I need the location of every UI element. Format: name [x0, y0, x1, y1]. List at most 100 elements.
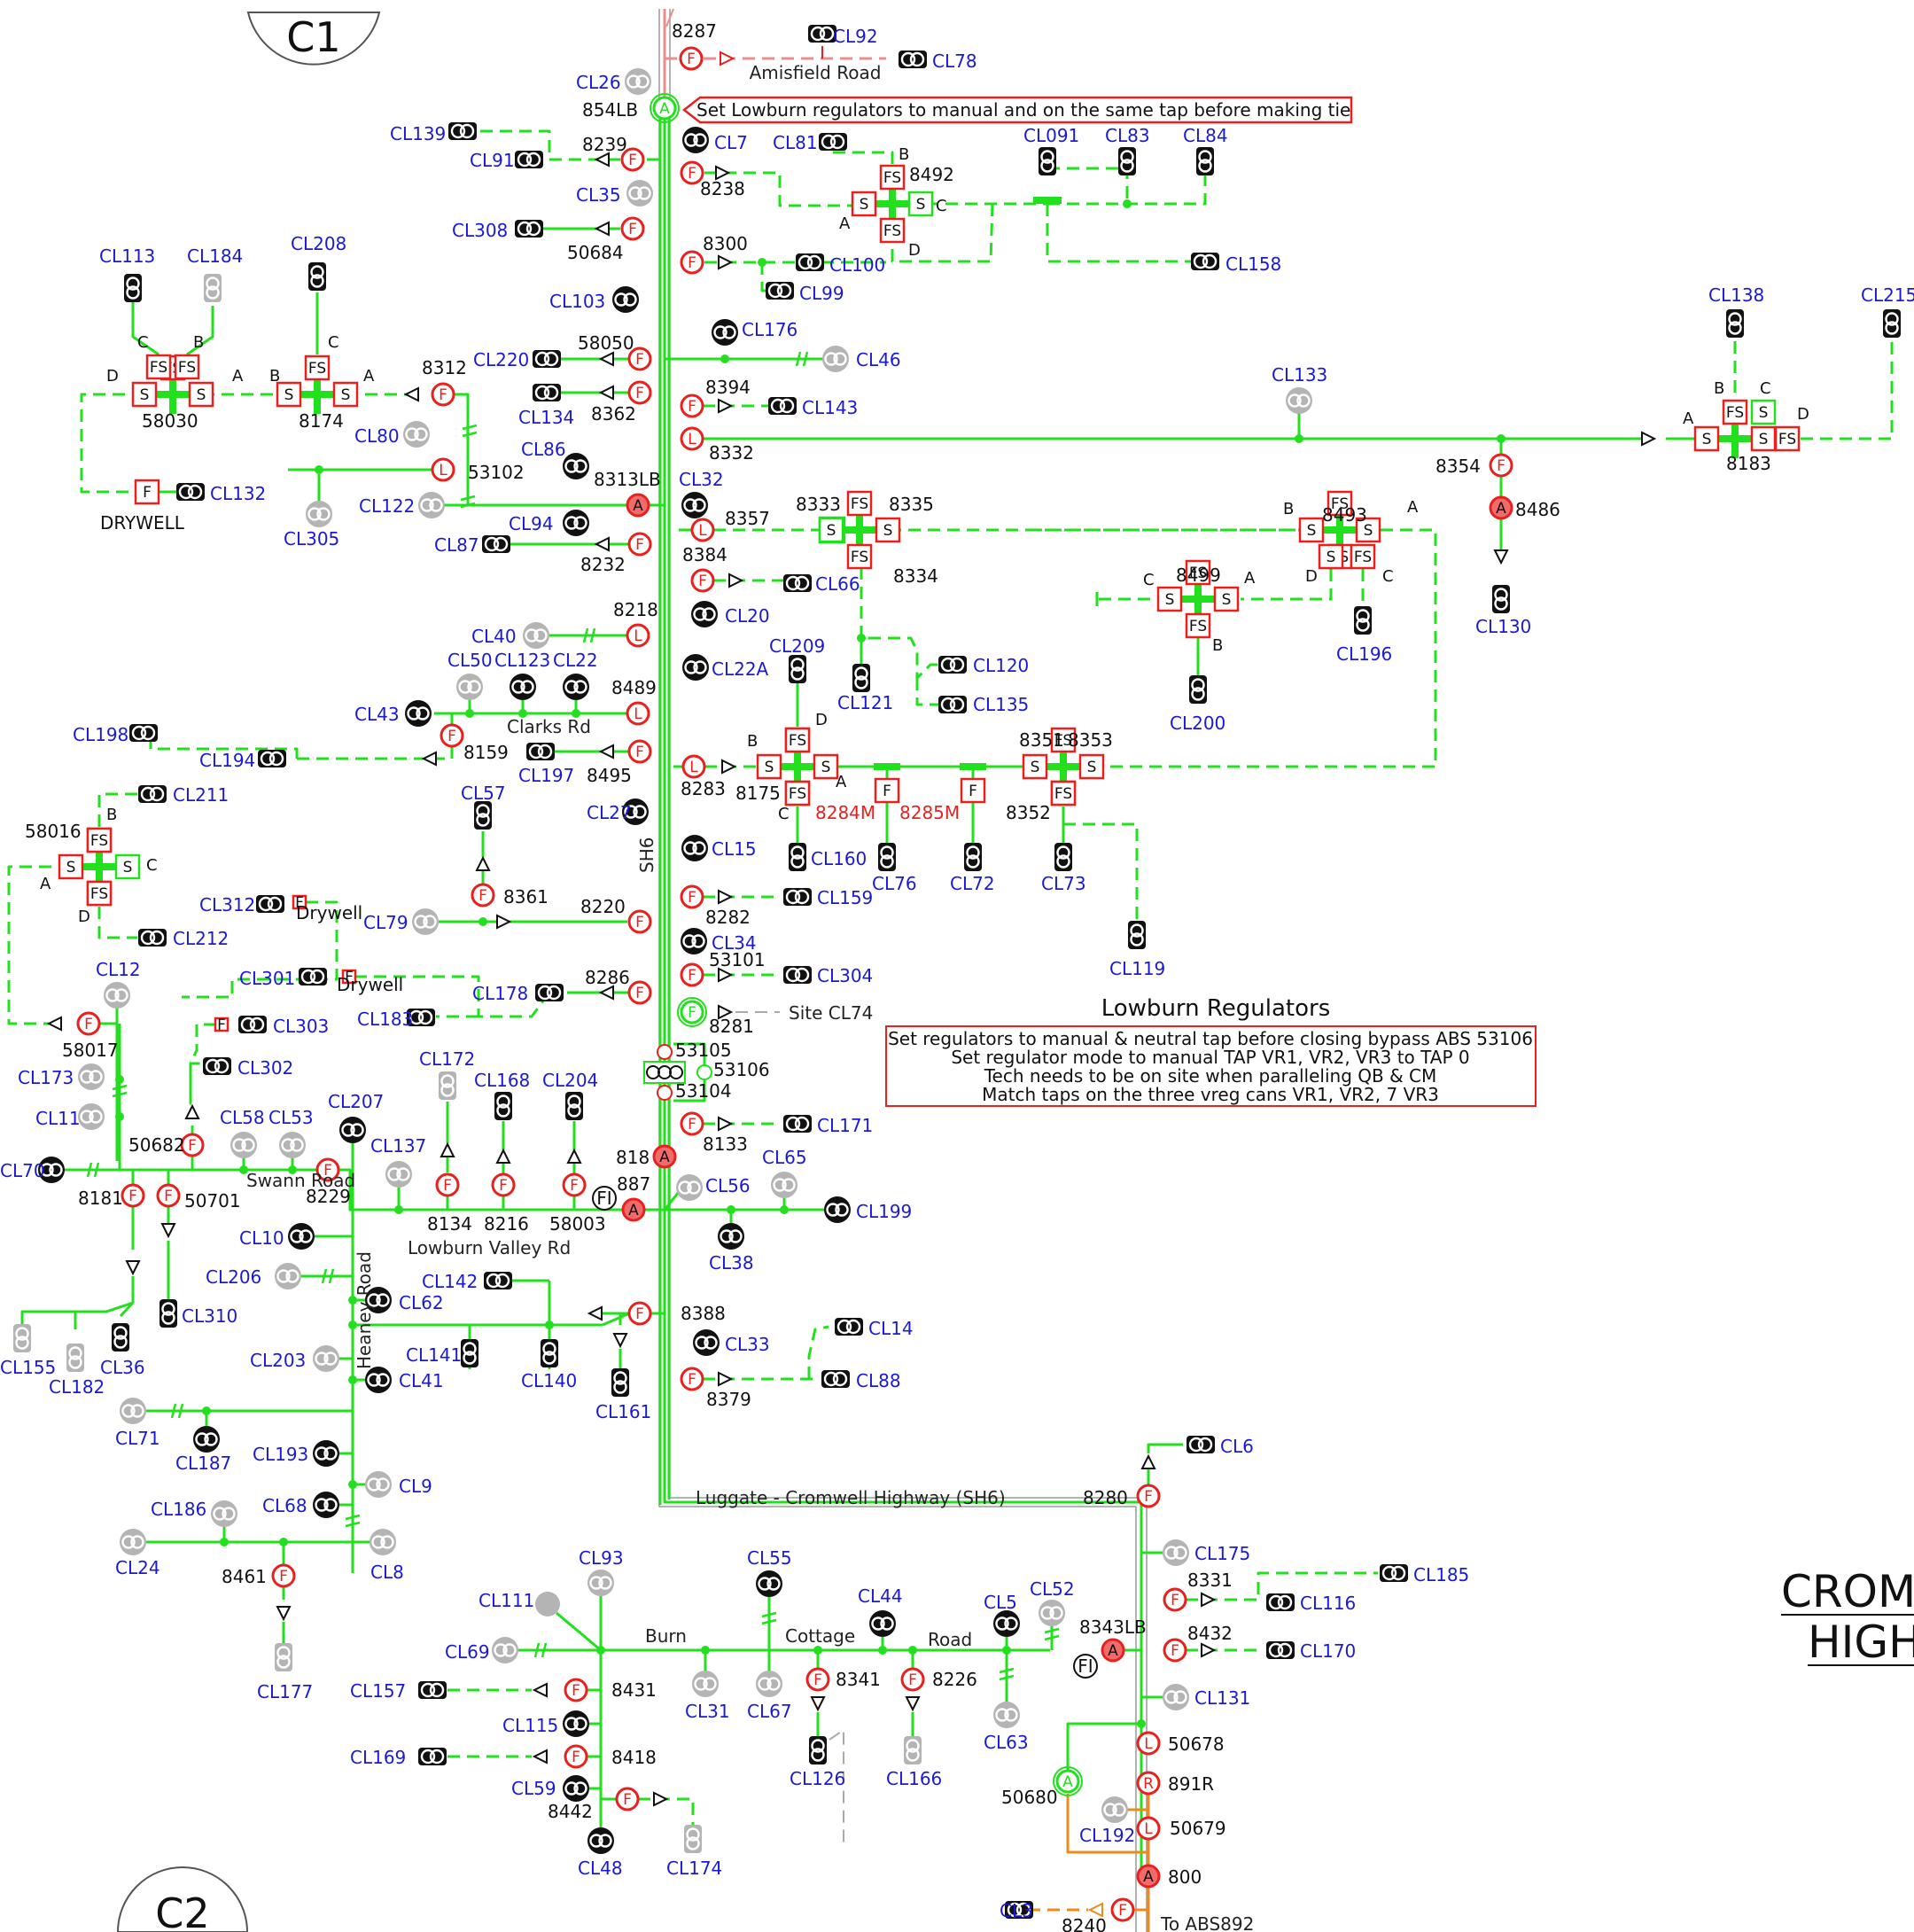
transformer-cl69 — [492, 1637, 518, 1663]
open-point-marker — [86, 1162, 100, 1178]
transformer-cl7 — [682, 127, 709, 153]
label-cl312: CL312 — [199, 894, 255, 915]
svg-text:FS: FS — [1778, 431, 1796, 448]
svg-text:A: A — [659, 1149, 670, 1166]
fuse-8134: F — [435, 1172, 460, 1197]
svg-text:F: F — [143, 484, 152, 502]
svg-text:F: F — [688, 889, 696, 907]
direction-arrow — [594, 152, 610, 167]
abs-8281: F — [677, 997, 707, 1027]
label-cl68: CL68 — [262, 1495, 307, 1516]
label-drywell: DRYWELL — [100, 512, 185, 534]
regulator-switch — [657, 1085, 673, 1101]
transformer-cl212 — [138, 929, 167, 947]
transformer-cl55 — [756, 1570, 782, 1597]
transformer-cl94 — [563, 510, 589, 536]
svg-text:S: S — [916, 196, 926, 214]
label-cl9: CL9 — [399, 1476, 432, 1497]
feeder-line — [663, 106, 1143, 1870]
svg-text:S: S — [1759, 404, 1769, 422]
open-point-marker — [170, 1403, 184, 1419]
direction-arrow — [594, 221, 610, 237]
sectionaliser-box: S — [1355, 517, 1381, 543]
label-cl66: CL66 — [815, 573, 860, 595]
svg-text:FS: FS — [90, 832, 108, 850]
fuse-8362: F — [627, 380, 652, 405]
fuse-switch-box: FS — [145, 354, 172, 380]
label-cl204: CL204 — [542, 1070, 598, 1091]
transformer-cl305 — [306, 501, 332, 527]
label-cl193: CL193 — [253, 1444, 308, 1465]
rmu-port-b: B — [269, 367, 280, 386]
rmu-port-c: C — [1382, 567, 1394, 586]
abs-8313lb: A — [626, 493, 650, 518]
id-8418: 8418 — [611, 1747, 657, 1768]
svg-text:FS: FS — [1331, 495, 1349, 513]
svg-text:F: F — [572, 1682, 580, 1700]
svg-text:F: F — [572, 1749, 580, 1766]
feeder-line — [1241, 569, 1333, 601]
highway-outline — [669, 9, 1148, 1932]
sectionaliser-box: S — [1213, 586, 1240, 612]
svg-text:S: S — [765, 759, 774, 776]
label-cl41: CL41 — [399, 1370, 444, 1391]
rmu-bus — [856, 510, 863, 549]
label-cl32: CL32 — [679, 469, 724, 490]
id-58017: 58017 — [62, 1040, 119, 1061]
direction-arrow — [598, 351, 614, 367]
fuse-switch-box: FS — [1050, 780, 1077, 806]
rmu-port-c: C — [1143, 571, 1155, 589]
id-8287: 8287 — [672, 20, 717, 42]
direction-arrow — [810, 1696, 826, 1712]
fuse-8418-b: F — [615, 1787, 640, 1811]
transformer-cl206 — [275, 1263, 301, 1289]
transformer-cl166 — [904, 1736, 922, 1765]
transformer-cl209 — [789, 655, 806, 683]
feeder-line — [80, 393, 144, 494]
abs-800: A — [1136, 1864, 1161, 1889]
transformers — [13, 25, 1901, 1919]
id-8352: 8352 — [1006, 802, 1051, 823]
id-8175: 8175 — [735, 783, 781, 804]
link-8332: L — [680, 426, 704, 451]
label-cl130: CL130 — [1475, 616, 1531, 637]
sheet-ref-c1: C1 — [246, 12, 381, 66]
label-cl72: CL72 — [950, 873, 995, 894]
sectionaliser-box: S — [114, 853, 141, 880]
transformer-cl208 — [308, 262, 326, 291]
feeder-line — [353, 1312, 630, 1327]
id-8218: 8218 — [613, 599, 658, 620]
transformer-cl198 — [129, 724, 158, 742]
label-cl53: CL53 — [268, 1107, 314, 1128]
fuse-8432: F — [1163, 1638, 1187, 1663]
svg-text:FS: FS — [851, 549, 868, 566]
svg-text:S: S — [883, 522, 893, 540]
label-cl84: CL84 — [1183, 125, 1228, 146]
transformer-cl78 — [899, 51, 927, 68]
open-point-marker — [761, 1611, 777, 1625]
transformer-cl81 — [819, 133, 847, 151]
sectionaliser-box: F — [292, 894, 307, 912]
direction-arrow — [1201, 1592, 1217, 1608]
id-8220: 8220 — [580, 896, 626, 917]
direction-arrow — [1140, 1453, 1156, 1469]
id-8229: 8229 — [306, 1186, 351, 1207]
label-cl196: CL196 — [1336, 643, 1392, 665]
junction-dot — [720, 354, 729, 363]
transformer-cl36 — [112, 1323, 129, 1352]
svg-text:S: S — [1307, 522, 1317, 540]
transformer-cl65 — [771, 1172, 798, 1198]
sectionaliser-box: F — [341, 969, 357, 986]
feeder-line — [131, 1170, 170, 1185]
road-word: Road — [928, 1629, 972, 1650]
feeder-line — [885, 803, 975, 846]
transformer-cl130 — [1492, 585, 1510, 613]
svg-text:FS: FS — [789, 732, 806, 750]
svg-text:S: S — [123, 859, 133, 876]
id-8495: 8495 — [587, 765, 632, 786]
transformer-cl3 — [1005, 1901, 1033, 1919]
feeder-line — [186, 306, 214, 356]
transformer-cl111 — [535, 1592, 560, 1616]
id-58016: 58016 — [25, 821, 82, 842]
svg-text:F: F — [217, 1017, 226, 1034]
